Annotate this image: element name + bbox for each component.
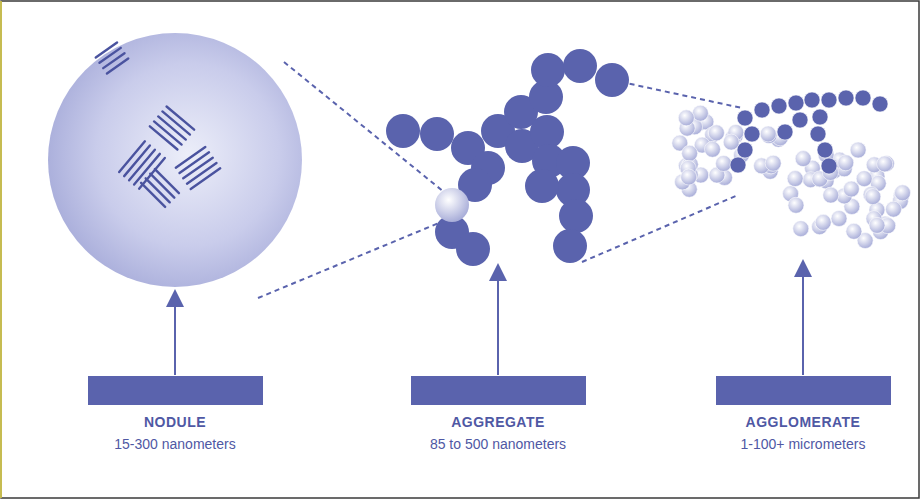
aggregate-chain: [386, 49, 629, 266]
size-range: 15-300 nanometers: [88, 435, 263, 453]
size-range: 85 to 500 nanometers: [411, 435, 586, 453]
frame-edge: [0, 1, 2, 498]
label-bar: [716, 376, 891, 405]
label-block: AGGREGATE 85 to 500 nanometers: [411, 376, 586, 453]
pointer-arrows: [175, 268, 803, 375]
label-bar: [88, 376, 263, 405]
size-range: 1-100+ micrometers: [716, 435, 891, 453]
term-heading: NODULE: [88, 413, 263, 431]
zoom-lines: [258, 62, 742, 298]
crystallite-lines: [96, 43, 220, 207]
term-heading: AGGREGATE: [411, 413, 586, 431]
term-heading: AGGLOMERATE: [716, 413, 891, 431]
label-bar: [411, 376, 586, 405]
label-block: AGGLOMERATE 1-100+ micrometers: [716, 376, 891, 453]
label-block: NODULE 15-300 nanometers: [88, 376, 263, 453]
nodule-sphere: [48, 33, 302, 287]
agglomerate-cluster: [672, 90, 911, 249]
